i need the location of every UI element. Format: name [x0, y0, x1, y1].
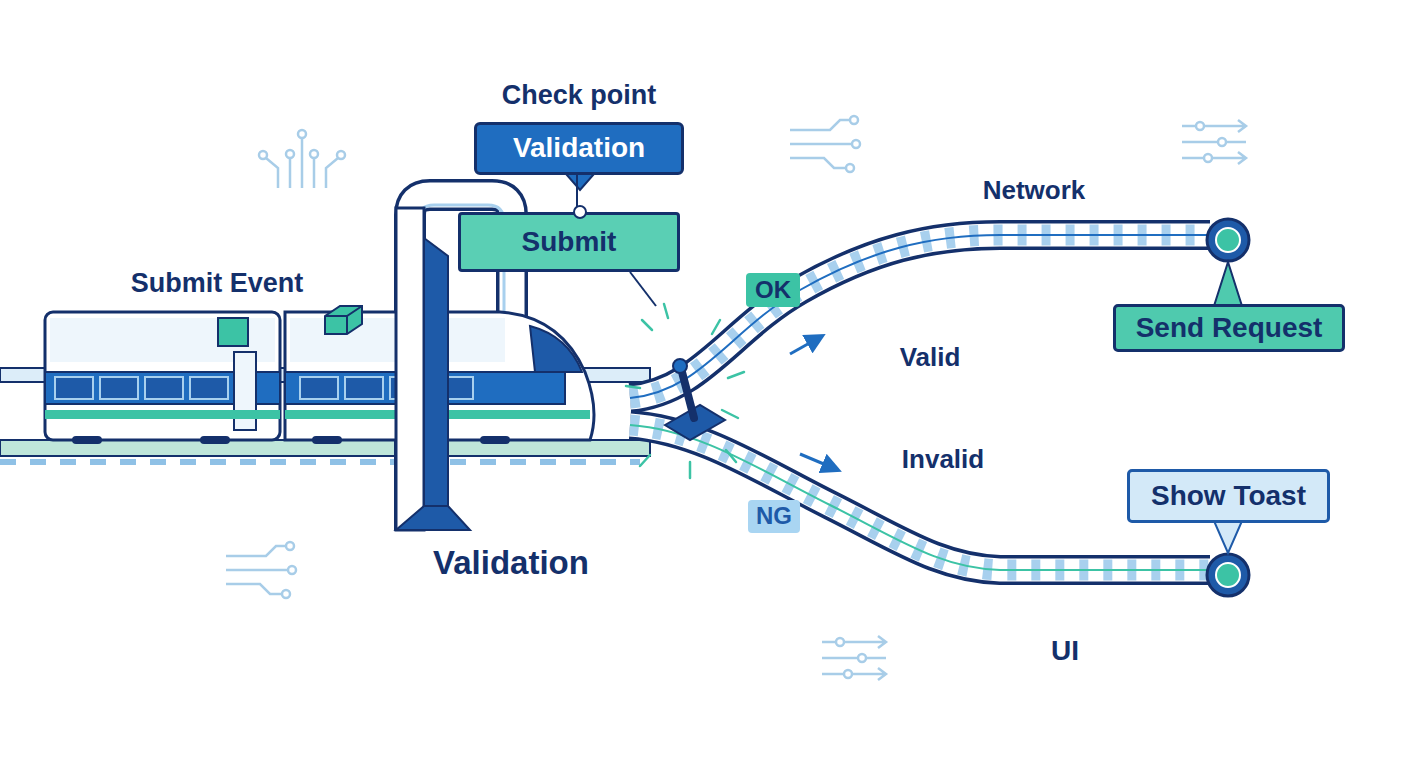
- connector-group: [577, 175, 578, 212]
- checkpoint-pillar: [424, 238, 448, 530]
- callout-pointer: [566, 174, 594, 190]
- track-ties: [0, 459, 640, 465]
- train-window: [300, 377, 338, 399]
- circuit-icon: [259, 130, 345, 188]
- circuit-icon: [1182, 120, 1246, 164]
- train-wheel: [312, 436, 342, 444]
- train: [45, 306, 594, 444]
- callout-box: Check pointValidation: [474, 122, 684, 175]
- train-wheel: [72, 436, 102, 444]
- train-wheel: [480, 436, 510, 444]
- lower-track: [630, 425, 1210, 570]
- connector-dot: [574, 206, 586, 218]
- node-heading: Check point: [457, 81, 701, 111]
- nose-window: [530, 326, 582, 372]
- leader-line: [630, 272, 656, 306]
- branch-label: Invalid: [902, 444, 984, 475]
- circuit-icon: [790, 116, 860, 172]
- node-text: NG: [756, 503, 792, 529]
- train-window: [145, 377, 183, 399]
- node-text: Validation: [513, 133, 645, 164]
- switch-sparkle: [626, 304, 744, 478]
- circuit-icon: [822, 636, 886, 680]
- roof-box: [325, 306, 362, 334]
- switch-knob: [673, 359, 687, 373]
- direction-arrow: [800, 454, 838, 470]
- track-end: [1207, 554, 1249, 596]
- node-text: Show Toast: [1151, 481, 1306, 512]
- action-box: Show Toast: [1127, 469, 1330, 523]
- train-car: [45, 312, 280, 440]
- train-window: [190, 377, 228, 399]
- checkpoint-pillar: [396, 208, 424, 530]
- event-box: Submit: [458, 212, 680, 272]
- train-stripe: [45, 410, 280, 419]
- direction-arrow: [790, 336, 822, 354]
- train-window: [100, 377, 138, 399]
- train-window: [55, 377, 93, 399]
- rail: [630, 425, 1210, 570]
- callout-pointer: [1214, 262, 1242, 306]
- train-wheel: [200, 436, 230, 444]
- roof-box: [325, 306, 362, 334]
- node-text: OK: [755, 277, 791, 303]
- connector-line: [576, 175, 578, 212]
- track-bed: [630, 425, 1210, 570]
- action-box: Send Request: [1113, 304, 1345, 352]
- circuit-icon: [226, 542, 296, 598]
- node-text: Send Request: [1136, 313, 1323, 344]
- branch-label: Valid: [900, 342, 961, 373]
- track-label: UI: [1051, 635, 1079, 667]
- track-bed: [630, 425, 1210, 570]
- status-badge: OK: [746, 273, 800, 307]
- track-end: [1207, 219, 1249, 261]
- track-end: [1216, 563, 1240, 587]
- node-text: Submit: [522, 227, 617, 258]
- stage-label: Validation: [433, 544, 589, 582]
- track-switch: [626, 304, 744, 478]
- status-badge: NG: [748, 500, 800, 533]
- track-end: [1216, 228, 1240, 252]
- track-ties: [630, 425, 1210, 570]
- switch-lever: [682, 372, 694, 418]
- checkpoint-base: [396, 506, 470, 530]
- train-window: [345, 377, 383, 399]
- event-label: Submit Event: [131, 268, 304, 299]
- callout-pointer: [1214, 521, 1242, 553]
- track-label: Network: [983, 175, 1086, 206]
- roof-box: [218, 318, 248, 346]
